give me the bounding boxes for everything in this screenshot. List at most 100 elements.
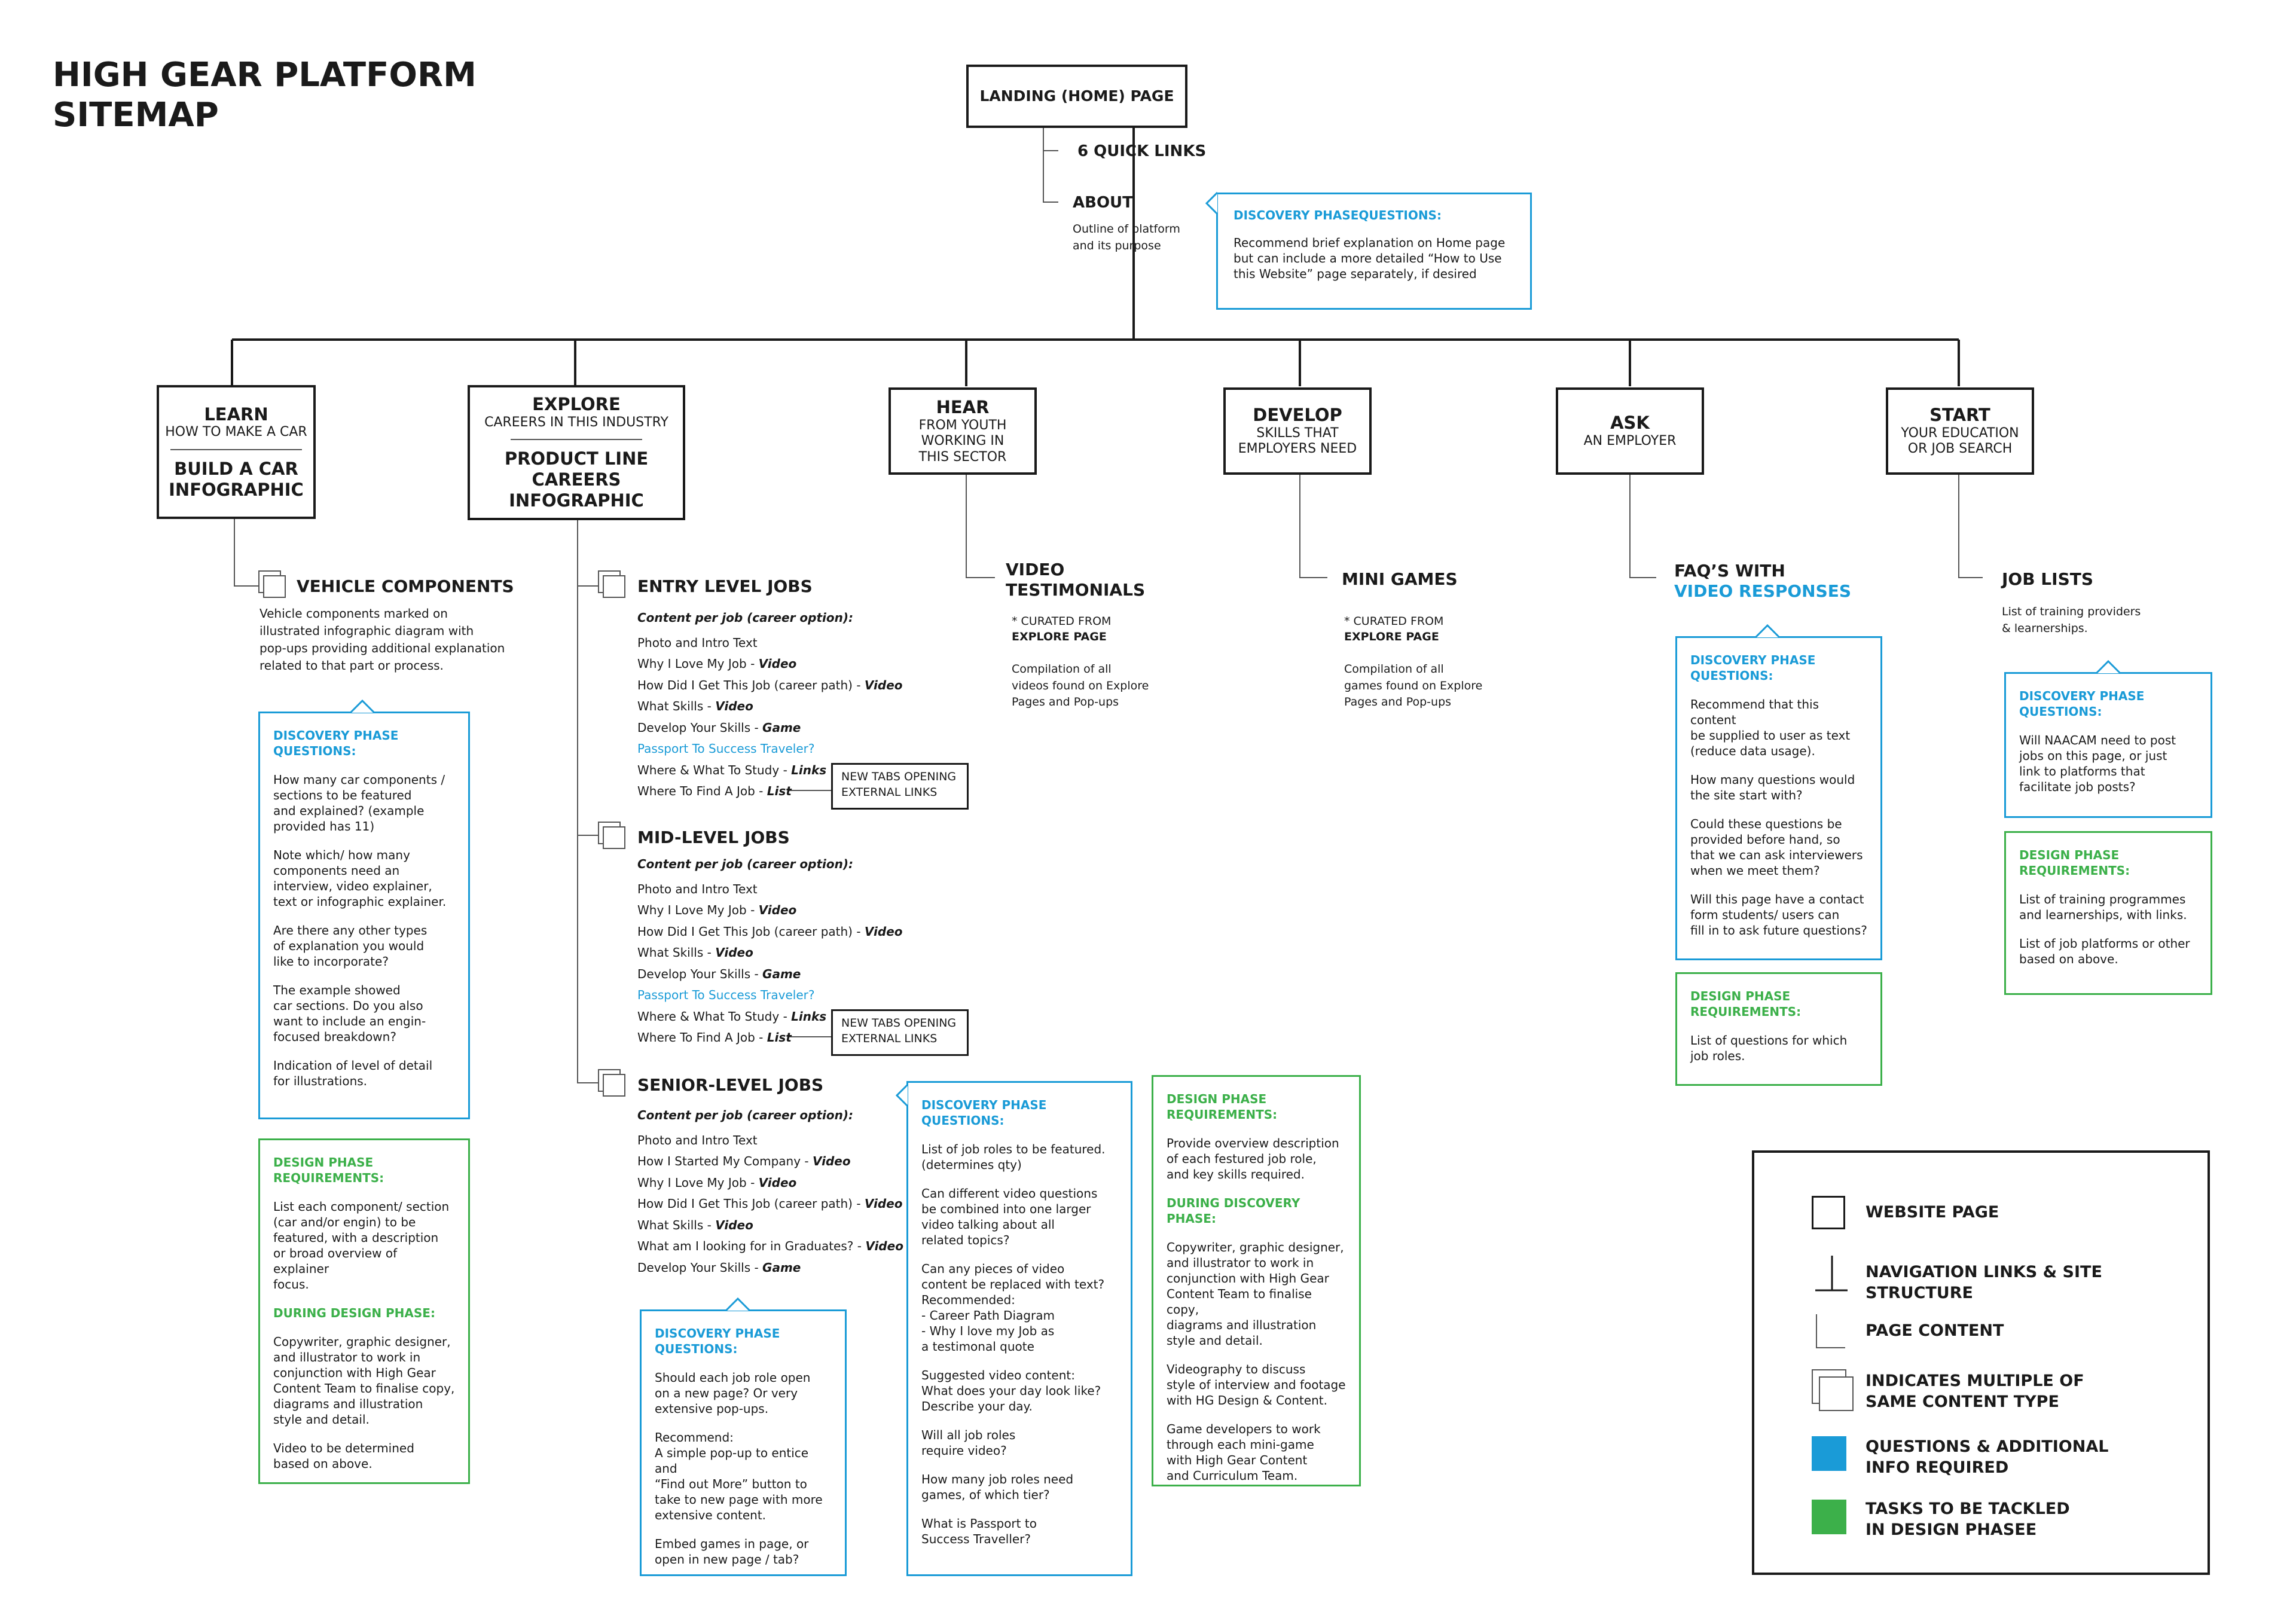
develop-title: DEVELOP bbox=[1253, 405, 1342, 426]
vehicle-components-desc: Vehicle components marked on illustrated… bbox=[259, 606, 505, 673]
explore-title: EXPLORE bbox=[532, 394, 621, 415]
games-design-body4: Game developers to work through each min… bbox=[1167, 1422, 1321, 1483]
content-list-item: Photo and Intro Text bbox=[637, 635, 758, 650]
jobs-callout-pointer bbox=[725, 1297, 751, 1312]
faq-title[interactable]: FAQ’S WITH bbox=[1674, 561, 1785, 581]
section-explore[interactable]: EXPLORE CAREERS IN THIS INDUSTRY PRODUCT… bbox=[468, 385, 685, 520]
jobs-discovery-q: Recommend: A simple pop-up to entice and… bbox=[655, 1430, 823, 1522]
section-learn[interactable]: LEARN HOW TO MAKE A CAR BUILD A CAR INFO… bbox=[157, 385, 316, 519]
job-lists-title[interactable]: JOB LISTS bbox=[2002, 569, 2094, 589]
content-per-job-label: Content per job (career option): bbox=[637, 857, 854, 871]
video-discovery-q: List of job roles to be featured. (deter… bbox=[921, 1142, 1106, 1172]
section-develop[interactable]: DEVELOP SKILLS THAT EMPLOYERS NEED bbox=[1223, 387, 1372, 475]
video-discovery-q: Can any pieces of video content be repla… bbox=[921, 1262, 1105, 1354]
multiple-content-icon bbox=[598, 570, 625, 598]
content-list-item: What Skills - Video bbox=[637, 1217, 753, 1232]
legend: WEBSITE PAGE NAVIGATION LINKS & SITE STR… bbox=[1752, 1150, 2210, 1575]
games-design-body: Provide overview description of each fes… bbox=[1167, 1136, 1339, 1181]
content-list-item: Photo and Intro Text bbox=[637, 1132, 758, 1147]
content-list-item: Passport To Success Traveler? bbox=[637, 988, 815, 1002]
ask-title: ASK bbox=[1610, 413, 1650, 433]
blue-swatch-icon bbox=[1812, 1436, 1846, 1471]
faq-discovery-q: Will this page have a contact form stude… bbox=[1690, 892, 1867, 938]
section-ask[interactable]: ASK AN EMPLOYER bbox=[1556, 387, 1704, 475]
content-list-item: Why I Love My Job - Video bbox=[637, 1175, 797, 1190]
vehicle-design-body3: Video to be determined based on above. bbox=[273, 1441, 414, 1471]
legend-label: NAVIGATION LINKS & SITE STRUCTURE bbox=[1866, 1263, 2102, 1303]
joblists-discovery-heading: DISCOVERY PHASE QUESTIONS: bbox=[2019, 689, 2145, 719]
landing-page-node[interactable]: LANDING (HOME) PAGE bbox=[966, 65, 1187, 128]
video-desc: Compilation of all videos found on Explo… bbox=[1012, 662, 1149, 709]
content-list-item: Why I Love My Job - Video bbox=[637, 903, 797, 917]
content-list-item: Where & What To Study - Links bbox=[637, 762, 827, 777]
section-hear[interactable]: HEAR FROM YOUTH WORKING IN THIS SECTOR bbox=[889, 387, 1037, 475]
learn-infographic: BUILD A CAR INFOGRAPHIC bbox=[169, 458, 304, 500]
games-design-body3: Videography to discuss style of intervie… bbox=[1167, 1362, 1346, 1408]
joblists-design-heading: DESIGN PHASE REQUIREMENTS: bbox=[2019, 848, 2130, 878]
faq-design-card: DESIGN PHASE REQUIREMENTS: List of quest… bbox=[1675, 972, 1882, 1086]
content-list-item: How Did I Get This Job (career path) - V… bbox=[637, 677, 903, 692]
video-curated-source: EXPLORE PAGE bbox=[1012, 630, 1107, 643]
faq-discovery-heading: DISCOVERY PHASE QUESTIONS: bbox=[1690, 653, 1816, 683]
content-list-item: Where To Find A Job - List bbox=[637, 784, 792, 798]
faq-callout-pointer bbox=[1754, 624, 1781, 639]
senior-level-jobs-title[interactable]: SENIOR-LEVEL JOBS bbox=[637, 1075, 824, 1095]
mid-level-jobs-title[interactable]: MID-LEVEL JOBS bbox=[637, 828, 790, 847]
start-sub: YOUR EDUCATION OR JOB SEARCH bbox=[1901, 426, 2019, 457]
vehicle-discovery-q: Are there any other types of explanation… bbox=[273, 923, 428, 969]
video-discovery-q: Will all job roles require video? bbox=[921, 1428, 1016, 1458]
video-testimonials-title[interactable]: VIDEO TESTIMONIALS bbox=[1006, 560, 1146, 600]
quick-links-label[interactable]: 6 QUICK LINKS bbox=[1077, 142, 1207, 160]
jobs-discovery-heading: DISCOVERY PHASE QUESTIONS: bbox=[655, 1326, 780, 1356]
green-swatch-icon bbox=[1812, 1500, 1846, 1534]
legend-label: INDICATES MULTIPLE OF SAME CONTENT TYPE bbox=[1866, 1372, 2084, 1412]
vehicle-discovery-q: The example showed car sections. Do you … bbox=[273, 983, 426, 1044]
video-callout-pointer bbox=[896, 1083, 909, 1107]
start-title: START bbox=[1929, 405, 1990, 426]
faq-title-video[interactable]: VIDEO RESPONSES bbox=[1674, 581, 1852, 601]
games-design-heading: DESIGN PHASE REQUIREMENTS: bbox=[1167, 1092, 1278, 1122]
joblists-design-body2: List of job platforms or other based on … bbox=[2019, 936, 2190, 966]
vehicle-design-body: List each component/ section (car and/or… bbox=[273, 1199, 450, 1292]
legend-label: QUESTIONS & ADDITIONAL INFO REQUIRED bbox=[1866, 1437, 2109, 1477]
content-list-item: How Did I Get This Job (career path) - V… bbox=[637, 1196, 903, 1211]
senior-level-content-list: Content per job (career option): Photo an… bbox=[637, 1105, 903, 1278]
entry-new-tabs-note: NEW TABS OPENING EXTERNAL LINKS bbox=[831, 763, 969, 810]
joblists-discovery-card: DISCOVERY PHASE QUESTIONS: Will NAACAM n… bbox=[2004, 672, 2212, 818]
jobs-discovery-card: DISCOVERY PHASE QUESTIONS: Should each j… bbox=[640, 1309, 847, 1576]
legend-label: PAGE CONTENT bbox=[1866, 1321, 2004, 1340]
multiple-content-icon bbox=[258, 570, 286, 598]
vehicle-design-body2: Copywriter, graphic designer, and illust… bbox=[273, 1335, 455, 1427]
games-curated-source: EXPLORE PAGE bbox=[1344, 630, 1439, 643]
faq-discovery-q: How many questions would the site start … bbox=[1690, 773, 1855, 802]
vehicle-design-heading2: DURING DESIGN PHASE: bbox=[273, 1306, 435, 1320]
mid-level-content-list: Content per job (career option): Photo an… bbox=[637, 854, 903, 1049]
vehicle-discovery-q: How many car components / sections to be… bbox=[273, 773, 445, 834]
vehicle-components-title[interactable]: VEHICLE COMPONENTS bbox=[297, 576, 514, 596]
multiple-content-icon bbox=[598, 822, 625, 849]
vehicle-discovery-card: DISCOVERY PHASE QUESTIONS: How many car … bbox=[258, 712, 470, 1119]
content-list-item: Passport To Success Traveler? bbox=[637, 741, 815, 756]
page-content-icon bbox=[1816, 1314, 1845, 1348]
content-per-job-label: Content per job (career option): bbox=[637, 1108, 854, 1122]
video-discovery-q: How many job roles need games, of which … bbox=[921, 1472, 1074, 1502]
games-desc: Compilation of all games found on Explor… bbox=[1344, 662, 1483, 709]
jobs-discovery-q: Should each job role open on a new page?… bbox=[655, 1370, 811, 1416]
mini-games-title[interactable]: MINI GAMES bbox=[1342, 569, 1458, 589]
about-title[interactable]: ABOUT bbox=[1073, 194, 1133, 212]
page-title: HIGH GEAR PLATFORM SITEMAP bbox=[53, 56, 477, 135]
about-callout-pointer bbox=[1205, 191, 1219, 215]
content-list-item: Photo and Intro Text bbox=[637, 881, 758, 896]
explore-sub: CAREERS IN THIS INDUSTRY bbox=[484, 415, 668, 430]
vehicle-design-card: DESIGN PHASE REQUIREMENTS: List each com… bbox=[258, 1138, 470, 1484]
entry-level-jobs-title[interactable]: ENTRY LEVEL JOBS bbox=[637, 576, 813, 596]
multiple-content-icon bbox=[598, 1069, 625, 1097]
faq-design-body: List of questions for which job roles. bbox=[1690, 1033, 1848, 1063]
video-discovery-q: Suggested video content: What does your … bbox=[921, 1368, 1101, 1413]
video-discovery-q: Can different video questions be combine… bbox=[921, 1186, 1098, 1247]
legend-label: WEBSITE PAGE bbox=[1866, 1203, 1999, 1222]
section-start[interactable]: START YOUR EDUCATION OR JOB SEARCH bbox=[1886, 387, 2034, 475]
mid-new-tabs-note: NEW TABS OPENING EXTERNAL LINKS bbox=[831, 1009, 969, 1056]
content-list-item: What am I looking for in Graduates? - Vi… bbox=[637, 1239, 903, 1253]
learn-sub: HOW TO MAKE A CAR bbox=[165, 425, 307, 440]
